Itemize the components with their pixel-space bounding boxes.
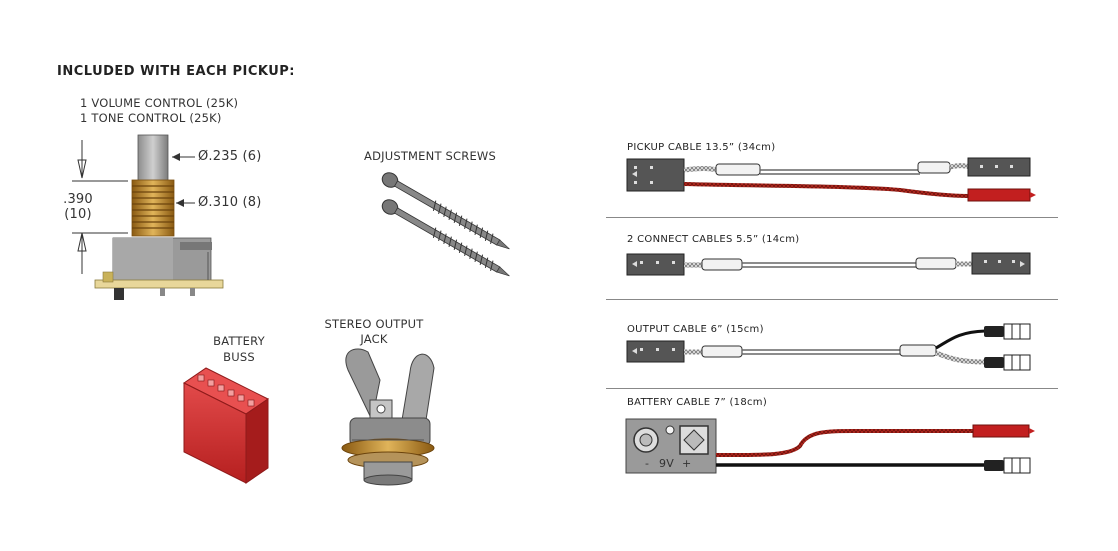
volume-control-label: 1 VOLUME CONTROL (25K) — [80, 96, 239, 110]
output-cable-title: OUTPUT CABLE 6” (15cm) — [627, 324, 764, 335]
section-divider — [606, 388, 1058, 389]
page-title: INCLUDED WITH EACH PICKUP: — [57, 64, 295, 79]
battery-buss-label-line2: BUSS — [223, 350, 255, 364]
battery-plus-label: + — [682, 457, 692, 470]
battery-cable-illustration — [625, 418, 1035, 474]
adjustment-screws-illustration — [381, 172, 510, 277]
thread-diameter-label: Ø.310 (8) — [198, 195, 262, 210]
stereo-jack-illustration — [341, 348, 435, 486]
battery-voltage-label: 9V — [659, 457, 674, 470]
stereo-jack-label-line1: STEREO OUTPUT — [324, 317, 424, 331]
adjustment-screws-label: ADJUSTMENT SCREWS — [364, 149, 496, 163]
connect-cable-illustration — [626, 252, 1031, 276]
connect-cable-title: 2 CONNECT CABLES 5.5” (14cm) — [627, 234, 800, 245]
battery-buss-illustration — [183, 367, 269, 484]
tone-control-label: 1 TONE CONTROL (25K) — [80, 111, 222, 125]
battery-buss-label-line1: BATTERY — [213, 334, 265, 348]
height-inch-label: .390 — [63, 192, 93, 207]
stereo-jack-label-line2: JACK — [360, 332, 388, 346]
potentiometer-illustration — [72, 134, 224, 300]
pickup-cable-illustration — [626, 157, 1036, 202]
output-cable-illustration — [626, 323, 1031, 371]
section-divider — [606, 299, 1058, 300]
battery-cable-title: BATTERY CABLE 7” (18cm) — [627, 397, 768, 408]
height-mm-label: (10) — [64, 207, 92, 222]
pickup-cable-title: PICKUP CABLE 13.5” (34cm) — [627, 142, 776, 153]
shaft-diameter-label: Ø.235 (6) — [198, 149, 262, 164]
section-divider — [606, 217, 1058, 218]
battery-minus-label: - — [645, 457, 650, 470]
